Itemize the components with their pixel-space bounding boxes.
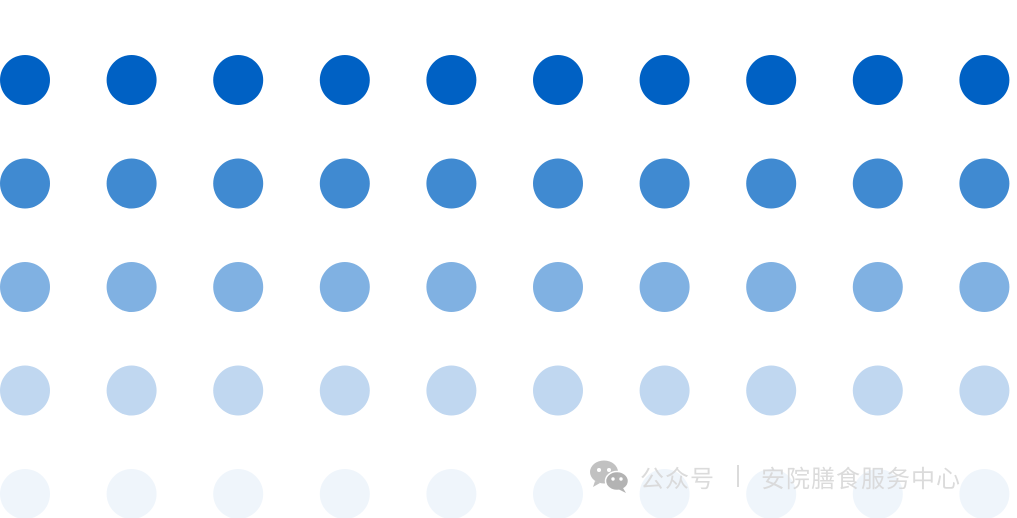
watermark-separator	[737, 465, 739, 487]
dot-r5-c7	[639, 469, 690, 518]
dot-r5-c4	[319, 469, 370, 518]
dot-r4-c2	[106, 365, 157, 416]
dot-r5-c9	[852, 469, 903, 518]
dot-r3-c5	[426, 262, 477, 312]
dot-r5-c5	[426, 469, 477, 518]
dot-r3-c10	[959, 262, 1010, 312]
dot-r3-c4	[319, 262, 370, 312]
dot-r2-c2	[106, 158, 157, 209]
dot-r5-c8	[746, 469, 797, 518]
dot-r1-c3	[213, 55, 264, 105]
dot-r2-c8	[746, 158, 797, 209]
dot-r4-c8	[746, 365, 797, 416]
dot-r4-c4	[319, 365, 370, 416]
dot-r3-c9	[852, 262, 903, 312]
dot-r1-c6	[533, 55, 583, 105]
dot-r4-c10	[959, 365, 1010, 416]
dot-r3-c6	[533, 262, 583, 312]
watermark-account-name: 安院膳食服务中心	[761, 464, 961, 493]
dot-r2-c5	[426, 158, 477, 209]
dot-r3-c8	[746, 262, 797, 312]
dot-r3-c2	[106, 262, 157, 312]
dot-r1-c4	[319, 55, 370, 105]
dot-r4-c3	[213, 365, 264, 416]
dot-r2-c6	[533, 158, 583, 209]
dot-r5-c1	[0, 469, 50, 518]
watermark-label: 公众号	[640, 464, 715, 493]
dot-r1-c5	[426, 55, 477, 105]
dot-r3-c3	[213, 262, 264, 312]
watermark: 公众号 安院膳食服务中心	[588, 456, 961, 496]
dot-r4-c9	[852, 365, 903, 416]
dot-r2-c3	[213, 158, 264, 209]
dot-r2-c10	[959, 158, 1010, 209]
dot-r2-c7	[639, 158, 690, 209]
dot-r5-c2	[106, 469, 157, 518]
dot-r3-c7	[639, 262, 690, 312]
dot-r5-c3	[213, 469, 264, 518]
dot-r1-c8	[746, 55, 797, 105]
dot-r1-c10	[959, 55, 1010, 105]
dot-r2-c9	[852, 158, 903, 209]
dot-r4-c6	[533, 365, 583, 416]
dot-r1-c7	[639, 55, 690, 105]
dot-r5-c10	[959, 469, 1010, 518]
dot-r4-c1	[0, 365, 50, 416]
dot-r4-c5	[426, 365, 477, 416]
dot-r2-c1	[0, 158, 50, 209]
dot-r1-c2	[106, 55, 157, 105]
dot-r1-c9	[852, 55, 903, 105]
dot-r4-c7	[639, 365, 690, 416]
dot-r2-c4	[319, 158, 370, 209]
dot-r1-c1	[0, 55, 50, 105]
dot-r3-c1	[0, 262, 50, 312]
wechat-icon	[590, 460, 630, 493]
dot-r5-c6	[533, 469, 583, 518]
